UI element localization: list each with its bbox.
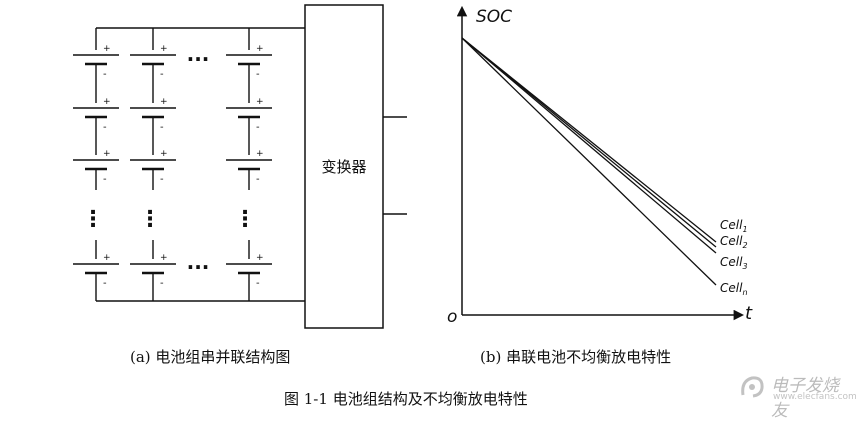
soc-line-n bbox=[461, 37, 717, 286]
row-ellipsis-col1: ⋮ bbox=[82, 207, 104, 232]
battery-minus-sign: - bbox=[256, 122, 260, 133]
battery-plus-sign: + bbox=[103, 97, 111, 107]
figure-diagram: 变换器 ··· ··· ⋮ ⋮ ⋮ + - + - + - + - + - + - + - + - + - + - + -… bbox=[73, 4, 753, 329]
caption-panel-b: (b) 串联电池不均衡放电特性 bbox=[480, 348, 672, 366]
battery-plus-sign: + bbox=[256, 149, 264, 159]
battery-minus-sign: - bbox=[256, 174, 260, 185]
watermark: 电子发烧友 www.elecfans.com bbox=[737, 371, 857, 421]
series-label-n: Celln bbox=[720, 281, 748, 297]
battery-plus-sign: + bbox=[256, 97, 264, 107]
battery-plus-sign: + bbox=[103, 253, 111, 263]
caption-panel-a: (a) 电池组串并联结构图 bbox=[130, 348, 291, 366]
figure-caption: 图 1-1 电池组结构及不均衡放电特性 bbox=[284, 390, 528, 408]
converter-label: 变换器 bbox=[321, 158, 366, 176]
battery-minus-sign: - bbox=[160, 122, 164, 133]
origin-label: o bbox=[447, 307, 457, 327]
battery-pack-diagram bbox=[73, 4, 407, 329]
battery-plus-sign: + bbox=[160, 44, 168, 54]
battery-minus-sign: - bbox=[256, 69, 260, 80]
battery-plus-sign: + bbox=[256, 253, 264, 263]
battery-minus-sign: - bbox=[160, 69, 164, 80]
battery-minus-sign: - bbox=[103, 69, 107, 80]
battery-plus-sign: + bbox=[256, 44, 264, 54]
column-ellipsis-bottom: ··· bbox=[187, 255, 210, 279]
watermark-url: www.elecfans.com bbox=[773, 392, 857, 402]
row-ellipsis-col3: ⋮ bbox=[234, 207, 256, 232]
battery-minus-sign: - bbox=[256, 278, 260, 289]
battery-plus-sign: + bbox=[103, 44, 111, 54]
ear-hook-logo-icon bbox=[741, 376, 764, 398]
battery-minus-sign: - bbox=[160, 278, 164, 289]
battery-plus-sign: + bbox=[103, 149, 111, 159]
series-label-2: Cell2 bbox=[720, 234, 748, 250]
battery-minus-sign: - bbox=[160, 174, 164, 185]
soc-line-3 bbox=[461, 37, 717, 254]
battery-minus-sign: - bbox=[103, 278, 107, 289]
battery-plus-sign: + bbox=[160, 97, 168, 107]
series-label-3: Cell3 bbox=[720, 255, 748, 271]
converter-box bbox=[304, 4, 384, 329]
y-axis-label: SOC bbox=[476, 7, 512, 27]
series-label-1: Cell1 bbox=[720, 218, 748, 234]
column-ellipsis-top: ··· bbox=[187, 47, 210, 71]
battery-plus-sign: + bbox=[160, 149, 168, 159]
soc-line-2 bbox=[461, 37, 717, 248]
battery-plus-sign: + bbox=[160, 253, 168, 263]
row-ellipsis-col2: ⋮ bbox=[139, 207, 161, 232]
battery-minus-sign: - bbox=[103, 122, 107, 133]
battery-minus-sign: - bbox=[103, 174, 107, 185]
x-axis-label: t bbox=[745, 303, 753, 324]
